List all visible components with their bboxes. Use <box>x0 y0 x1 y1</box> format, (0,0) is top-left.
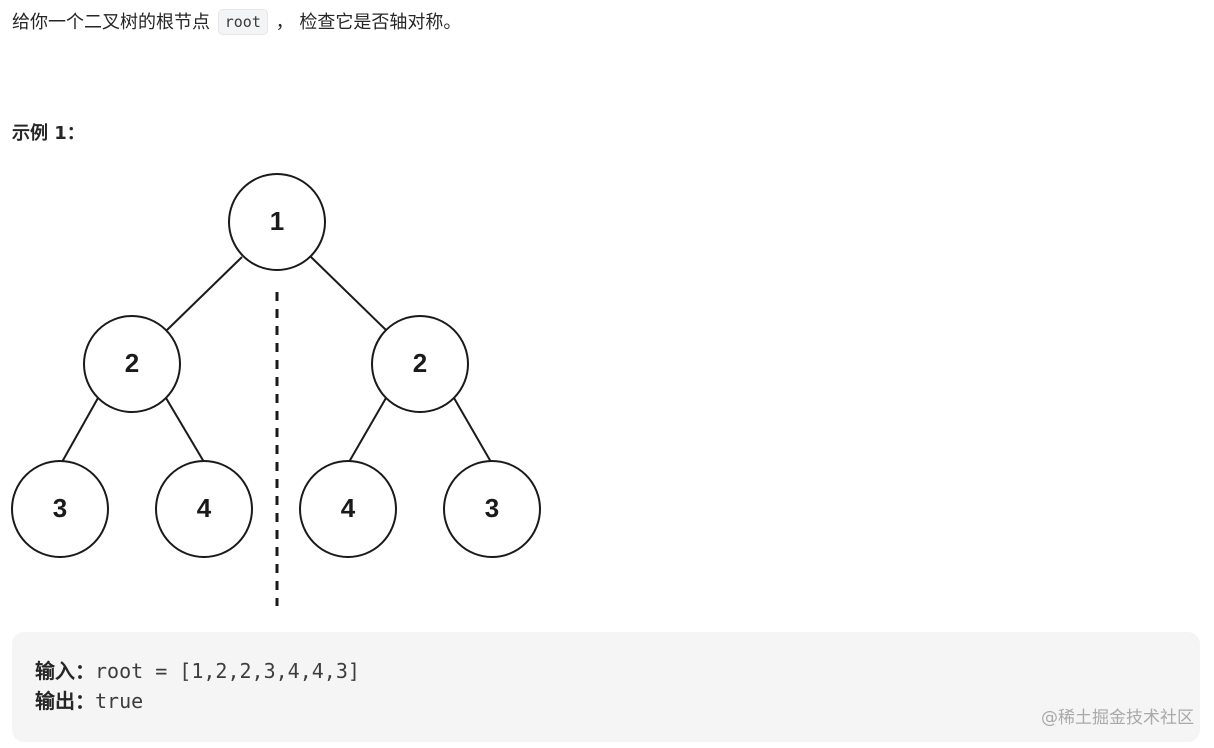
node-label: 2 <box>413 348 427 378</box>
watermark: @稀土掘金技术社区 <box>1041 708 1194 728</box>
tree-node-right: 2 <box>371 315 469 413</box>
tree-node-left-right: 4 <box>155 460 253 558</box>
edge-2-4-right <box>348 397 387 463</box>
node-label: 3 <box>53 493 67 523</box>
description-text-before: 给你一个二叉树的根节点 <box>12 12 210 33</box>
output-line: 输出：true <box>35 686 143 716</box>
tree-diagram: 1 2 2 3 4 4 3 <box>11 173 541 606</box>
edge-1-2-left <box>166 256 243 331</box>
edge-2-3-left <box>61 397 99 463</box>
input-line: 输入：root = [1,2,2,3,4,4,3] <box>35 656 360 686</box>
input-label: 输入： <box>35 659 95 683</box>
edge-2-4-left <box>165 397 205 463</box>
example-io-block: 输入：root = [1,2,2,3,4,4,3] 输出：true <box>12 632 1200 742</box>
output-label: 输出： <box>35 689 95 713</box>
tree-node-left: 2 <box>83 315 181 413</box>
input-value: root = [1,2,2,3,4,4,3] <box>95 659 360 683</box>
node-label: 4 <box>197 493 212 523</box>
node-label: 1 <box>270 206 284 236</box>
inline-code-root: root <box>217 9 268 35</box>
edge-1-2-right <box>310 256 387 331</box>
node-label: 2 <box>125 348 139 378</box>
example-heading: 示例 1： <box>12 123 85 144</box>
tree-node-right-right: 3 <box>443 460 541 558</box>
edge-2-3-right <box>453 397 492 463</box>
tree-node-root: 1 <box>228 173 326 271</box>
tree-node-right-left: 4 <box>299 460 397 558</box>
problem-description: 给你一个二叉树的根节点 root ， 检查它是否轴对称。 <box>12 8 461 38</box>
node-label: 3 <box>485 493 499 523</box>
description-text-after: ， 检查它是否轴对称。 <box>275 12 462 33</box>
output-value: true <box>95 689 144 713</box>
tree-node-left-left: 3 <box>11 460 109 558</box>
node-label: 4 <box>341 493 356 523</box>
